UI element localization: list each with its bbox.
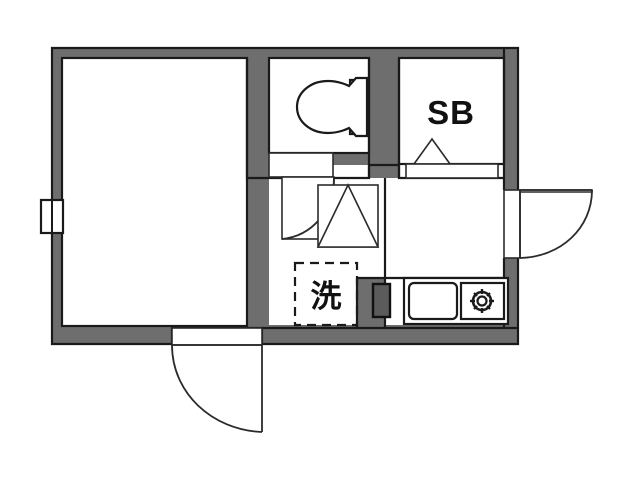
- wall-right-upper: [504, 48, 518, 190]
- balcony-door-leaf: [171, 327, 263, 346]
- sb-room-label: SB: [427, 94, 475, 131]
- entrance-door-swing-arc: [519, 189, 593, 259]
- sb-room-floor: [399, 58, 504, 164]
- gas-stove-fixture: [459, 281, 506, 321]
- toilet-fixture: [295, 76, 369, 138]
- closet-door-triangle: [316, 183, 380, 248]
- wall-bottom-right: [262, 328, 518, 344]
- balcony-door-bottom[interactable]: [171, 327, 263, 433]
- toilet-outline-combined: [295, 76, 369, 138]
- toilet-door-panel: [268, 152, 334, 178]
- washer-label: 洗: [311, 279, 342, 315]
- washing-machine-space: 洗: [293, 261, 359, 327]
- sb-room-door[interactable]: [405, 137, 499, 179]
- washer-dashed-outline: [293, 261, 359, 327]
- entrance-door-leaf: [503, 189, 521, 259]
- wall-nub-center: [247, 155, 269, 178]
- closet-triangle-door[interactable]: [316, 183, 380, 248]
- main-room-outline: [60, 56, 249, 328]
- entrance-door-right[interactable]: [503, 189, 593, 259]
- sb-door-threshold: [405, 163, 499, 179]
- partition-left-edge: [245, 58, 269, 180]
- balcony-door-swing-arc: [171, 344, 263, 433]
- kitchen-counter: [402, 276, 510, 326]
- toilet-room-door[interactable]: [268, 152, 334, 178]
- kitchen-sink-fixture: [407, 281, 459, 321]
- pillar-column: [371, 282, 392, 319]
- wall-partition-sb: [369, 58, 399, 178]
- gas-burner-icon: [470, 289, 494, 313]
- main-room-floor: [62, 58, 247, 326]
- window-left-wall[interactable]: [39, 198, 65, 235]
